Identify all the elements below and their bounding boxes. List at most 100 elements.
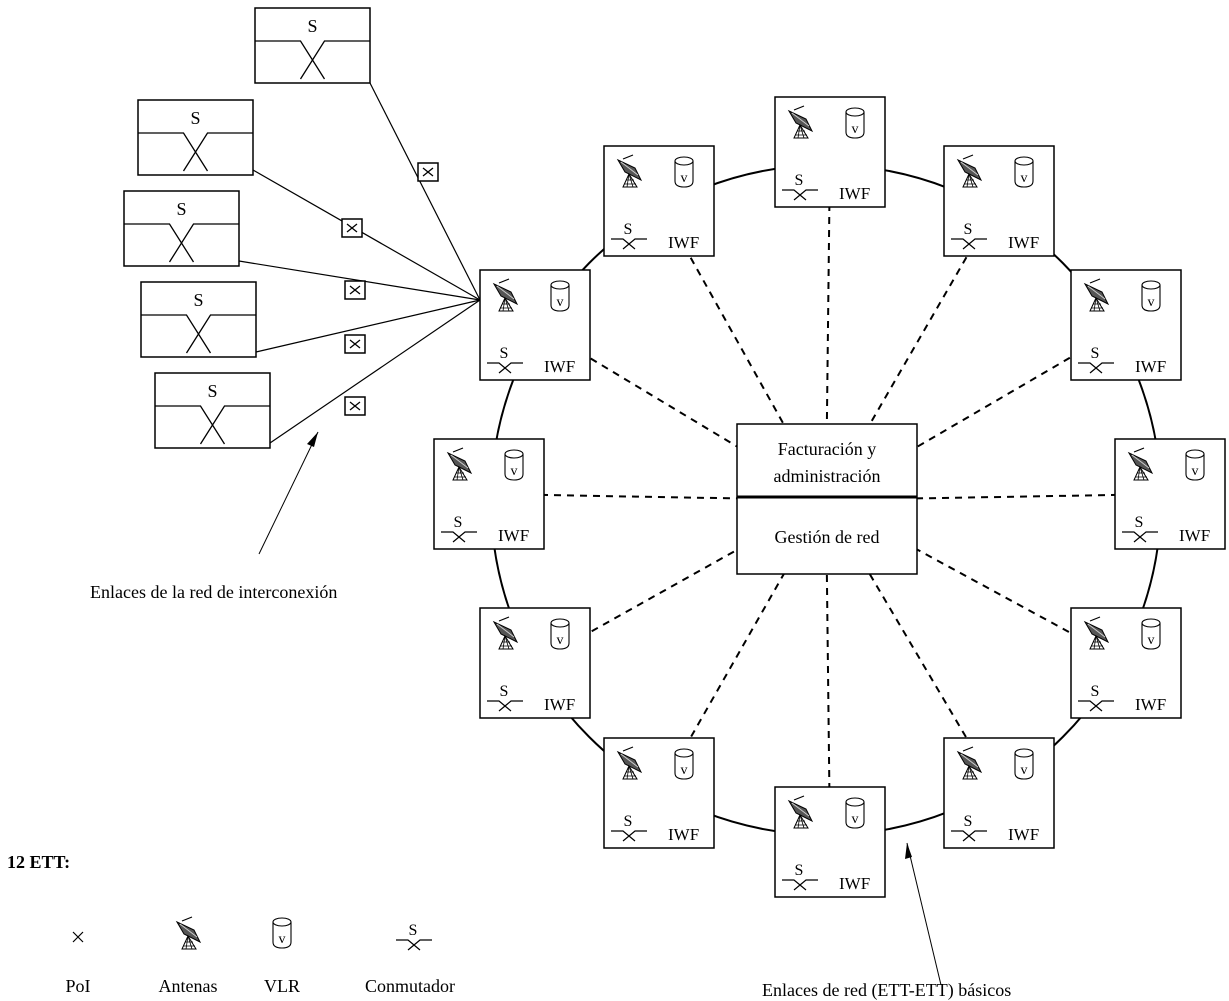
vlr-icon: v [674,156,694,188]
external-switch: S [254,7,371,84]
switch-letter: S [795,862,804,879]
vlr-letter: v [1192,464,1199,479]
external-switch-letter: S [307,16,317,36]
switch-letter: S [1091,345,1100,362]
vlr-icon: v [845,797,865,829]
legend-title: 12 ETT: [7,852,70,872]
switch-icon: S [950,813,988,842]
poi-box [417,162,439,182]
switch-letter: S [964,221,973,238]
antenna-icon [176,916,201,950]
vlr-letter: v [557,633,564,648]
interconnection-network: S S S S S [123,7,481,449]
interconnection-link [252,169,481,301]
switch-icon: S [610,221,648,250]
poi-icon [72,931,84,943]
ett-node: vS IWF [603,145,715,257]
switch-letter: S [795,172,804,189]
switch-icon: S [1121,514,1159,543]
external-switch-letter: S [176,199,186,219]
iwf-label: IWF [668,233,699,252]
switch-letter: S [1091,683,1100,700]
iwf-label: IWF [1179,526,1210,545]
vlr-icon: v [1141,618,1161,650]
vlr-icon: v [550,280,570,312]
annotations: Enlaces de la red de interconexión Enlac… [90,431,1011,1001]
vlr-letter: v [1021,763,1028,778]
ett-node: vS IWF [603,737,715,849]
iwf-label: IWF [1008,825,1039,844]
external-switch: S [140,281,257,358]
external-switch-letter: S [207,381,217,401]
iwf-label: IWF [544,357,575,376]
legend: 12 ETT: v S PoI Antenas VLR Conmutador [7,852,455,996]
management-center: Facturación y Gestión de red administrac… [736,423,918,575]
legend-label-antenas: Antenas [159,976,218,996]
poi-box [344,334,366,354]
svg-text:S: S [409,922,418,939]
switch-letter: S [964,813,973,830]
legend-label-vlr: VLR [264,976,300,996]
iwf-label: IWF [1008,233,1039,252]
switch-icon: S [781,862,819,891]
switch-icon: S [1077,683,1115,712]
iwf-label: IWF [498,526,529,545]
vlr-letter: v [557,295,564,310]
vlr-letter: v [511,464,518,479]
external-switch-letter: S [193,290,203,310]
interconnection-link [255,299,481,353]
external-switch-letter: S [190,108,200,128]
ett-node: vS IWF [774,786,886,898]
legend-label-conmutador: Conmutador [365,976,455,996]
iwf-label: IWF [1135,357,1166,376]
iwf-label: IWF [839,184,870,203]
basic-links-label: Enlaces de red (ETT-ETT) básicos [762,980,1011,1001]
switch-icon: S [610,813,648,842]
switch-letter: S [454,514,463,531]
ett-node: vS IWF [433,438,545,550]
switch-icon: S [440,514,478,543]
switch-icon: S [1077,345,1115,374]
switch-letter: S [624,221,633,238]
external-switch: S [137,99,254,176]
vlr-letter: v [852,122,859,137]
vlr-icon: v [504,449,524,481]
switch-letter: S [624,813,633,830]
ett-nodes: vSIWFvSIWFvSIWFvSIWFvSIWFvSIWFvSIWFvSIWF… [433,96,1226,898]
vlr-icon: v [1141,280,1161,312]
ett-node: vS IWF [1114,438,1226,550]
interconnection-link [369,82,481,301]
iwf-label: IWF [668,825,699,844]
vlr-icon: v [845,107,865,139]
switch-icon: S [950,221,988,250]
iwf-label: IWF [839,874,870,893]
switch-letter: S [500,345,509,362]
external-switch: S [123,190,240,267]
billing-label-line2b: administración [774,466,881,486]
vlr-icon: v [272,917,292,949]
interconnection-link [269,299,481,444]
vlr-icon: v [1014,748,1034,780]
vlr-letter: v [681,171,688,186]
poi-box [344,396,366,416]
vlr-letter: v [681,763,688,778]
interconnection-links-label: Enlaces de la red de interconexión [90,582,337,602]
ett-node: vS IWF [1070,269,1182,381]
vlr-icon: v [550,618,570,650]
switch-icon: S [395,922,433,951]
switch-letter: S [500,683,509,700]
vlr-icon: v [1185,449,1205,481]
spoke-link [825,499,831,843]
poi-box [341,218,363,238]
ett-node: vS IWF [774,96,886,208]
switch-letter: S [1135,514,1144,531]
ett-node: vS IWF [943,737,1055,849]
ett-node: vS IWF [479,607,591,719]
switch-icon: S [781,172,819,201]
poi-box [344,280,366,300]
iwf-label: IWF [544,695,575,714]
iwf-label: IWF [1135,695,1166,714]
ett-node: vS IWF [479,269,591,381]
switch-icon: S [486,345,524,374]
